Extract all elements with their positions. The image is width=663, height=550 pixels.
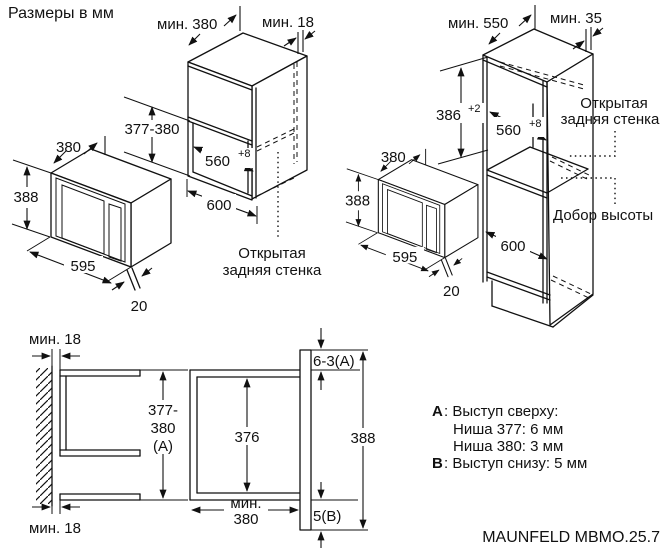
dim-height-right-mw: 388 [345, 192, 370, 209]
dim-niche-height-section-2: 380 [150, 420, 175, 437]
dim-inner-height: 376 [234, 429, 259, 446]
legend-a-key: A [432, 403, 443, 420]
dim-height-left-mw: 388 [13, 189, 38, 206]
dim-min-depth-section-1: мин. [230, 495, 261, 512]
dim-min-gap-tall-cab: мин. 35 [550, 10, 602, 27]
dim-niche-height-tol-tall-cab: +2 [468, 103, 481, 115]
dim-bottom-protrusion: 5(B) [313, 508, 341, 525]
open-back-label-tall-cab-2: задняя стенка [561, 111, 660, 128]
wall-hatch [36, 368, 52, 504]
height-filler-label: Добор высоты [553, 207, 653, 224]
model-name: MAUNFELD MBMO.25.7 [482, 529, 660, 546]
dim-niche-height-wall-cab: 377-380 [124, 121, 179, 138]
door-front-panel [299, 349, 312, 531]
dim-width-left-mw: 595 [70, 258, 95, 275]
dim-niche-height-tall-cab: 386 [436, 107, 461, 124]
dim-min-depth-wall-cab: мин. 380 [157, 16, 217, 33]
wall-cabinet-isometric: мин. 380 мин. 18 377-380 560 +8 600 Откр… [121, 6, 322, 279]
legend-a-item1: Ниша 377: 6 мм [453, 421, 563, 438]
legend-b-key: B [432, 455, 443, 472]
dim-niche-width-wall-cab: 560 [205, 153, 230, 170]
dim-depth-left-mw: 380 [56, 139, 81, 156]
dim-niche-height-section-1: 377- [148, 402, 178, 419]
dim-frame-right-mw: 20 [443, 283, 460, 300]
legend-b-text: : Выступ снизу: 5 мм [444, 455, 587, 472]
page-title: Размеры в мм [8, 5, 114, 22]
dim-min-gap-wall-cab: мин. 18 [262, 14, 314, 31]
cross-section-niche: мин. 18 мин. 18 377- 380 (A) [29, 331, 188, 537]
dim-depth-right-mw: 380 [381, 149, 406, 166]
dim-frame-left-mw: 20 [131, 298, 148, 315]
legend-a-item2: Ниша 380: 3 мм [453, 438, 563, 455]
open-back-label-wall-cab-1: Открытая [238, 245, 305, 262]
protrusion-legend: A : Выступ сверху: Ниша 377: 6 мм Ниша 3… [432, 403, 587, 472]
open-back-label-tall-cab-1: Открытая [580, 95, 647, 112]
cross-section-microwave: 376 мин. 380 6-3(A) 388 5(B) [189, 328, 379, 548]
dim-front-height: 388 [350, 430, 375, 447]
tall-cabinet-isometric: мин. 550 мин. 35 386 +2 560 +8 600 Откры… [433, 5, 660, 328]
open-back-label-wall-cab-2: задняя стенка [223, 262, 322, 279]
dim-outer-width-wall-cab: 600 [206, 197, 231, 214]
dim-niche-height-section-3: (A) [153, 438, 173, 455]
dim-wall-gap-top: мин. 18 [29, 331, 81, 348]
dim-top-protrusion: 6-3(A) [313, 353, 355, 370]
dim-width-right-mw: 595 [392, 249, 417, 266]
microwave-isometric-left: 380 388 595 20 [11, 136, 172, 315]
legend-a-text: : Выступ сверху: [444, 403, 558, 420]
dim-min-depth-tall-cab: мин. 550 [448, 15, 508, 32]
dim-niche-width-tall-cab: 560 [496, 122, 521, 139]
microwave-isometric-right: 380 388 595 20 [345, 148, 479, 300]
dim-wall-gap-bottom: мин. 18 [29, 520, 81, 537]
dim-niche-width-tol-wall-cab: +8 [238, 148, 251, 160]
dim-min-depth-section-2: 380 [233, 511, 258, 528]
dim-outer-width-tall-cab: 600 [500, 238, 525, 255]
dim-niche-width-tol-tall-cab: +8 [529, 118, 542, 130]
